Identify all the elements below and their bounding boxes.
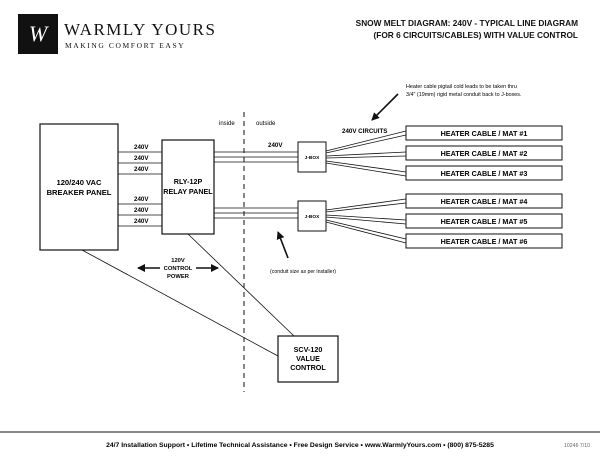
- control-power-label-2: CONTROL: [164, 266, 193, 272]
- voltage-label: 240V: [134, 144, 149, 151]
- heater-cable-label: HEATER CABLE / MAT #2: [441, 149, 528, 158]
- voltage-labels: 240V 240V 240V 240V 240V 240V: [134, 144, 149, 225]
- page-title-line1: SNOW MELT DIAGRAM: 240V - TYPICAL LINE D…: [356, 18, 578, 28]
- heater-cable-label: HEATER CABLE / MAT #1: [441, 129, 528, 138]
- pigtail-note-line2: 3/4" (19mm) rigid metal conduit back to …: [406, 92, 521, 98]
- heater-cable-box: [405, 165, 563, 181]
- inside-label: inside: [219, 121, 235, 127]
- footer-contact-text: 24/7 Installation Support • Lifetime Tec…: [106, 442, 494, 449]
- heater-cable-label: HEATER CABLE / MAT #4: [441, 197, 528, 206]
- conduit-note-arrow-icon: [276, 231, 289, 259]
- relay-output-voltage-label: 240V: [268, 142, 283, 149]
- brand-logo: W WARMLY YOURS MAKING COMFORT EASY: [18, 14, 216, 54]
- voltage-label: 240V: [134, 218, 149, 225]
- breaker-to-relay-wires: [118, 151, 162, 227]
- voltage-label: 240V: [134, 207, 149, 214]
- relay-panel-label-1: RLY-12P: [174, 177, 203, 186]
- relay-to-control-wire: [187, 233, 295, 337]
- snow-control-label-1: SCV-120: [294, 345, 323, 354]
- heater-cable-box: [405, 193, 563, 209]
- heater-cable-box: [405, 213, 563, 229]
- breaker-panel-box: [39, 123, 119, 251]
- heater-cable-label: HEATER CABLE / MAT #3: [441, 169, 528, 178]
- voltage-label: 240V: [134, 166, 149, 173]
- heater-cable-group: HEATER CABLE / MAT #1 HEATER CABLE / MAT…: [405, 125, 563, 249]
- logo-monogram: W: [29, 21, 49, 46]
- circuits-label: 240V CIRCUITS: [342, 128, 387, 135]
- breaker-to-control-wire: [81, 249, 279, 357]
- snow-control-label-2: VALUE: [296, 354, 320, 363]
- heater-cable-box: [405, 145, 563, 161]
- pigtail-note-arrow-icon: [371, 93, 399, 121]
- conduit-note: (conduit size as per installer): [270, 269, 336, 275]
- jbox-to-heater-wires: [325, 130, 407, 244]
- pigtail-note-line1: Heater cable pigtail cold leads to be ta…: [406, 84, 517, 90]
- heater-cable-label: HEATER CABLE / MAT #6: [441, 237, 528, 246]
- voltage-label: 240V: [134, 196, 149, 203]
- heater-cable-box: [405, 233, 563, 249]
- breaker-panel-label-1: 120/240 VAC: [56, 178, 102, 187]
- voltage-label: 240V: [134, 155, 149, 162]
- control-power-label-1: 120V: [171, 258, 185, 264]
- logo-text: WARMLY YOURS: [64, 20, 216, 39]
- junction-box-1: [297, 141, 327, 173]
- relay-panel-label-2: RELAY PANEL: [163, 187, 213, 196]
- relay-panel-box: [161, 139, 215, 235]
- page-title-line2: (FOR 6 CIRCUITS/CABLES) WITH VALUE CONTR…: [374, 30, 579, 40]
- junction-box-label: J-BOX: [305, 214, 320, 220]
- junction-box-label: J-BOX: [305, 155, 320, 161]
- snow-control-label-3: CONTROL: [290, 363, 326, 372]
- logo-tagline: MAKING COMFORT EASY: [65, 41, 185, 50]
- logo-mark-icon: [18, 14, 58, 54]
- heater-cable-box: [405, 125, 563, 141]
- heater-cable-label: HEATER CABLE / MAT #5: [441, 217, 528, 226]
- outside-label: outside: [256, 121, 276, 127]
- control-power-label-3: POWER: [167, 274, 190, 280]
- junction-box-2: [297, 200, 327, 232]
- breaker-panel-label-2: BREAKER PANEL: [47, 188, 112, 197]
- relay-to-jbox-wires: [214, 151, 298, 219]
- document-code: 10246 7/10: [564, 443, 590, 449]
- snow-control-box: [277, 335, 339, 383]
